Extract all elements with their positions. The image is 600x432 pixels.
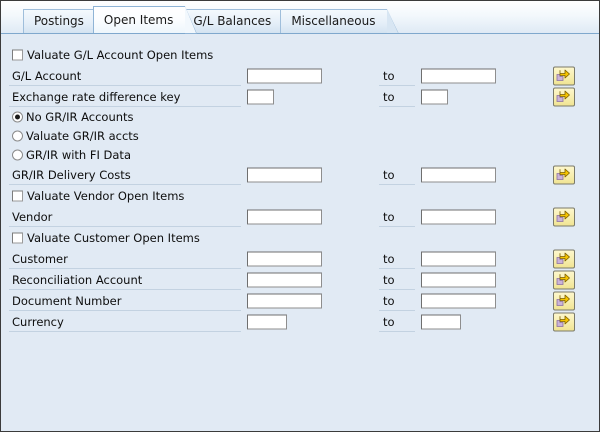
field-label: GR/IR Delivery Costs xyxy=(12,167,131,182)
field-from-input[interactable] xyxy=(247,167,322,182)
field-label: Exchange rate difference key xyxy=(12,89,181,104)
radio-label: Valuate GR/IR accts xyxy=(26,128,139,143)
field-to-input[interactable] xyxy=(421,293,496,308)
field-label: Currency xyxy=(12,314,64,329)
to-underline xyxy=(379,331,415,332)
field-label: Reconciliation Account xyxy=(12,272,143,287)
field-from-input[interactable] xyxy=(247,68,322,83)
field-row: Reconciliation Account to xyxy=(1,269,599,290)
to-underline xyxy=(379,85,415,86)
tab-label: Open Items xyxy=(103,13,174,27)
tab-open-items[interactable]: Open Items xyxy=(92,6,198,34)
label-underline xyxy=(9,106,241,107)
field-from-input[interactable] xyxy=(247,89,274,104)
to-label: to xyxy=(383,314,395,329)
label-underline xyxy=(9,289,241,290)
checkbox[interactable] xyxy=(12,190,23,201)
field-label: G/L Account xyxy=(12,68,82,83)
multi-select-button[interactable] xyxy=(553,66,575,85)
field-row: GR/IR Delivery Costs to xyxy=(1,164,599,185)
radio-button[interactable] xyxy=(12,111,23,122)
to-underline xyxy=(379,310,415,311)
multi-select-button[interactable] xyxy=(553,165,575,184)
tab-list: Postings Open Items G/L Balances Miscellane… xyxy=(23,6,400,34)
label-underline xyxy=(9,310,241,311)
to-label: to xyxy=(383,251,395,266)
field-from-input[interactable] xyxy=(247,251,322,266)
field-to-input[interactable] xyxy=(421,314,461,329)
field-to-input[interactable] xyxy=(421,167,496,182)
checkbox-label: Valuate Customer Open Items xyxy=(27,230,200,245)
field-to-input[interactable] xyxy=(421,68,496,83)
field-from-input[interactable] xyxy=(247,314,287,329)
multi-select-button[interactable] xyxy=(553,312,575,331)
field-row: G/L Account to xyxy=(1,65,599,86)
tab-g-l-balances[interactable]: G/L Balances xyxy=(182,9,296,34)
radio-row: GR/IR with FI Data xyxy=(1,145,599,164)
field-row: Currency to xyxy=(1,311,599,332)
field-from-input[interactable] xyxy=(247,209,322,224)
to-label: to xyxy=(383,89,395,104)
field-row: Document Number to xyxy=(1,290,599,311)
tab-strip: Postings Open Items G/L Balances Miscellane… xyxy=(1,1,599,37)
multi-select-button[interactable] xyxy=(553,249,575,268)
multi-select-button[interactable] xyxy=(553,207,575,226)
field-from-input[interactable] xyxy=(247,293,322,308)
field-row: Exchange rate difference key to xyxy=(1,86,599,107)
multi-select-button[interactable] xyxy=(553,270,575,289)
to-label: to xyxy=(383,68,395,83)
radio-row: Valuate GR/IR accts xyxy=(1,126,599,145)
radio-button[interactable] xyxy=(12,130,23,141)
to-underline xyxy=(379,268,415,269)
to-underline xyxy=(379,184,415,185)
to-underline xyxy=(379,226,415,227)
checkbox-row: Valuate Vendor Open Items xyxy=(1,185,599,206)
checkbox[interactable] xyxy=(12,232,23,243)
label-underline xyxy=(9,268,241,269)
multi-select-button[interactable] xyxy=(553,291,575,310)
tab-label: Miscellaneous xyxy=(291,14,376,28)
field-row: Customer to xyxy=(1,248,599,269)
label-underline xyxy=(9,85,241,86)
tab-postings[interactable]: Postings xyxy=(23,9,108,34)
to-label: to xyxy=(383,209,395,224)
field-label: Vendor xyxy=(12,209,53,224)
field-label: Document Number xyxy=(12,293,122,308)
radio-row: No GR/IR Accounts xyxy=(1,107,599,126)
field-label: Customer xyxy=(12,251,68,266)
to-label: to xyxy=(383,293,395,308)
to-label: to xyxy=(383,167,395,182)
to-underline xyxy=(379,106,415,107)
field-from-input[interactable] xyxy=(247,272,322,287)
label-underline xyxy=(9,331,241,332)
field-to-input[interactable] xyxy=(421,209,496,224)
checkbox-label: Valuate Vendor Open Items xyxy=(27,188,185,203)
field-to-input[interactable] xyxy=(421,272,496,287)
checkbox-row: Valuate G/L Account Open Items xyxy=(1,44,599,65)
radio-button[interactable] xyxy=(12,149,23,160)
field-to-input[interactable] xyxy=(421,251,496,266)
tab-label: G/L Balances xyxy=(193,14,272,28)
checkbox-row: Valuate Customer Open Items xyxy=(1,227,599,248)
tab-miscellaneous[interactable]: Miscellaneous xyxy=(280,9,400,34)
multi-select-button[interactable] xyxy=(553,87,575,106)
field-to-input[interactable] xyxy=(421,89,448,104)
field-row: Vendor to xyxy=(1,206,599,227)
label-underline xyxy=(9,184,241,185)
tab-label: Postings xyxy=(34,14,84,28)
to-underline xyxy=(379,289,415,290)
radio-label: No GR/IR Accounts xyxy=(26,109,134,124)
label-underline xyxy=(9,226,241,227)
checkbox[interactable] xyxy=(12,49,23,60)
checkbox-label: Valuate G/L Account Open Items xyxy=(27,47,214,62)
to-label: to xyxy=(383,272,395,287)
radio-label: GR/IR with FI Data xyxy=(26,147,131,162)
